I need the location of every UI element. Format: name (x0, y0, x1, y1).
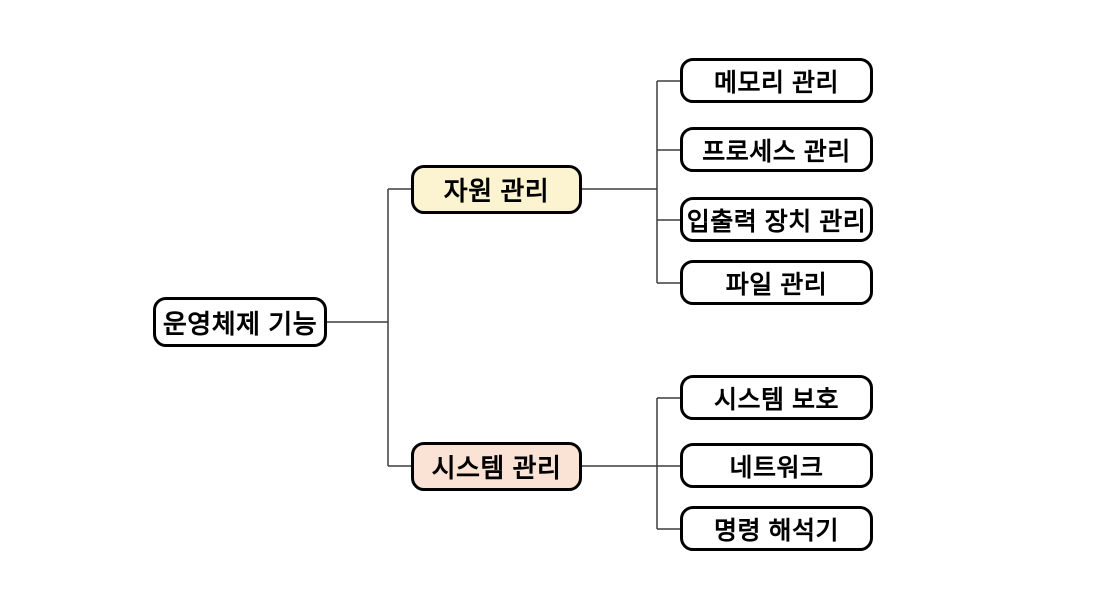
node-resource-management: 자원 관리 (411, 165, 582, 214)
node-memory-management: 메모리 관리 (680, 58, 873, 103)
root-branch-connector (327, 188, 411, 467)
node-system-management: 시스템 관리 (411, 442, 582, 491)
node-file-management: 파일 관리 (680, 260, 873, 305)
node-io-device-management: 입출력 장치 관리 (680, 197, 873, 242)
system-leaves-connector (582, 397, 680, 530)
node-process-management: 프로세스 관리 (680, 127, 873, 172)
node-system-protection: 시스템 보호 (680, 375, 873, 420)
node-command-interpreter: 명령 해석기 (680, 506, 873, 551)
resource-leaves-connector (582, 80, 680, 284)
node-network: 네트워크 (680, 443, 873, 488)
node-os-functions: 운영체제 기능 (153, 297, 327, 347)
